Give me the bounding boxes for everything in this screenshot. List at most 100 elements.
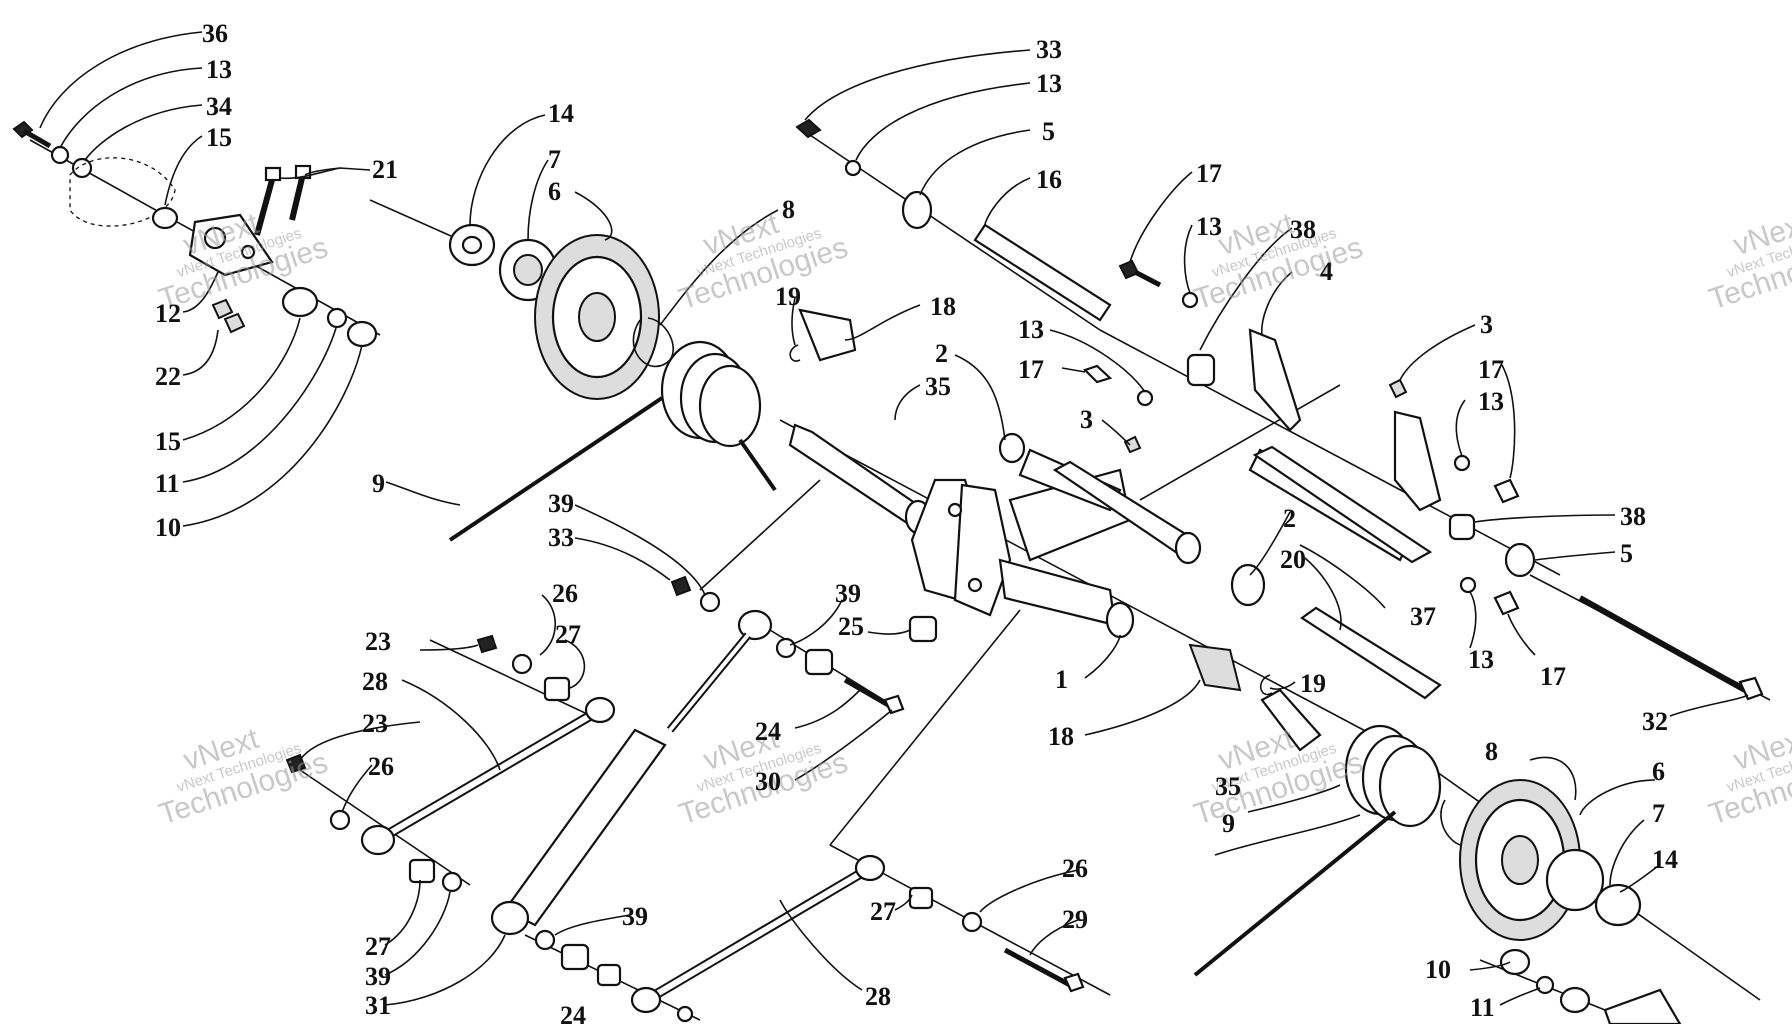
center-pivot-frame [910,448,1135,639]
nut-33b [670,575,692,597]
pivot-plate-18a [798,308,857,362]
shaft-16 [973,223,1112,322]
callout-5b: 5 [1620,539,1633,568]
spacer-27d [596,963,622,987]
callout-11: 11 [155,469,180,498]
callout-22: 22 [155,362,181,391]
bolt-30 [843,677,905,715]
callout-13d: 13 [1018,315,1044,344]
left-torsion-spring [448,340,777,542]
washer-26c [961,911,983,933]
callout-3: 3 [1480,310,1493,339]
callout-5: 5 [1042,117,1055,146]
left-end-bracket-12 [188,213,274,277]
bushing-25 [908,615,938,643]
bushing-38a [1186,353,1216,387]
callout-27c: 27 [870,897,896,926]
callout-35b: 35 [1215,772,1241,801]
bushing-5b [1504,542,1536,578]
callout-17d: 17 [1540,662,1566,691]
callout-21: 21 [372,155,398,184]
washer-26a [511,653,533,675]
callout-7b: 7 [1652,799,1665,828]
shock-absorber-31 [490,609,773,936]
right-bearing-7 [1545,848,1605,912]
callout-15b: 15 [155,427,181,456]
callout-13: 13 [206,55,232,84]
watermark-2: vNext vNext Technologies Technologies [675,207,852,316]
callout-32: 32 [1642,707,1668,736]
bolt-17a [1118,259,1162,288]
snap-ring-19b [1260,674,1273,696]
callout-14b: 14 [1652,845,1678,874]
callout-16: 16 [1036,165,1062,194]
callout-11b: 11 [1470,993,1495,1022]
callout-19: 19 [775,282,801,311]
watermark-7: vNext vNext Technologies Technologies [1190,722,1367,831]
left-washer-34 [71,157,93,179]
bushing-5a [901,190,933,230]
callout-12: 12 [155,299,181,328]
spacer-27c [908,886,934,910]
callout-24: 24 [755,717,781,746]
callout-13b: 13 [1036,69,1062,98]
callout-26b: 26 [368,752,394,781]
nut-33a [795,118,822,139]
callout-10: 10 [155,513,181,542]
nut-23a [476,634,498,654]
callout-3b: 3 [1080,405,1093,434]
callout-33: 33 [1036,35,1062,64]
right-end-bracket [1603,988,1682,1024]
callout-2b: 2 [1283,504,1296,533]
callout-39d: 39 [622,902,648,931]
bolt-17b [1082,364,1113,384]
center-bushing-2b [1230,563,1266,607]
callout-25: 25 [838,612,864,641]
washer-26b [329,809,351,831]
nut-3b [1123,435,1142,454]
callout-34: 34 [206,92,232,121]
callout-37: 37 [1410,602,1436,631]
right-spacer-14 [1594,883,1642,927]
bolt-17d [1493,590,1520,616]
callout-23b: 23 [362,709,388,738]
link-arm-28b [630,854,886,1023]
left-bolt-36 [12,120,52,149]
shaft-20 [1300,606,1442,700]
washer-13e [1453,454,1471,472]
callout-17c: 17 [1478,355,1504,384]
spacer-27b [408,858,436,884]
callout-18b: 18 [1048,722,1074,751]
callout-17: 17 [1196,159,1222,188]
callout-33b: 33 [548,523,574,552]
callout-27b: 27 [365,932,391,961]
washer-13f [1459,576,1477,594]
callout-9b: 9 [1222,809,1235,838]
callout-6: 6 [548,177,561,206]
callout-9: 9 [372,469,385,498]
callout-35: 35 [925,372,951,401]
callout-17b: 17 [1018,355,1044,384]
washer-13b [844,159,862,177]
left-washer-11 [326,307,348,329]
callout-leader-lines [39,31,1749,1006]
bolt-29 [1003,947,1085,993]
pivot-plate-18b [1188,643,1242,692]
callout-2: 2 [935,339,948,368]
spacer-24a [804,648,834,676]
watermark-5: vNext vNext Technologies Technologies [155,722,332,831]
left-nuts-22 [211,298,246,334]
callout-7: 7 [548,145,561,174]
watermark-group: vNext vNext Technologies Technologies vN… [155,207,1792,831]
callout-38: 38 [1290,215,1316,244]
left-idler-wheel-6 [534,234,660,400]
callout-8: 8 [782,195,795,224]
callout-39b: 39 [835,579,861,608]
left-spacer-14 [448,223,496,267]
callout-26: 26 [552,579,578,608]
callout-39c: 39 [365,962,391,991]
watermark-4: vNext vNext Technologies Technologies [1705,207,1792,316]
bushing-39d [534,929,556,951]
center-bushing-2 [998,432,1026,464]
bracket-right [1393,410,1442,512]
